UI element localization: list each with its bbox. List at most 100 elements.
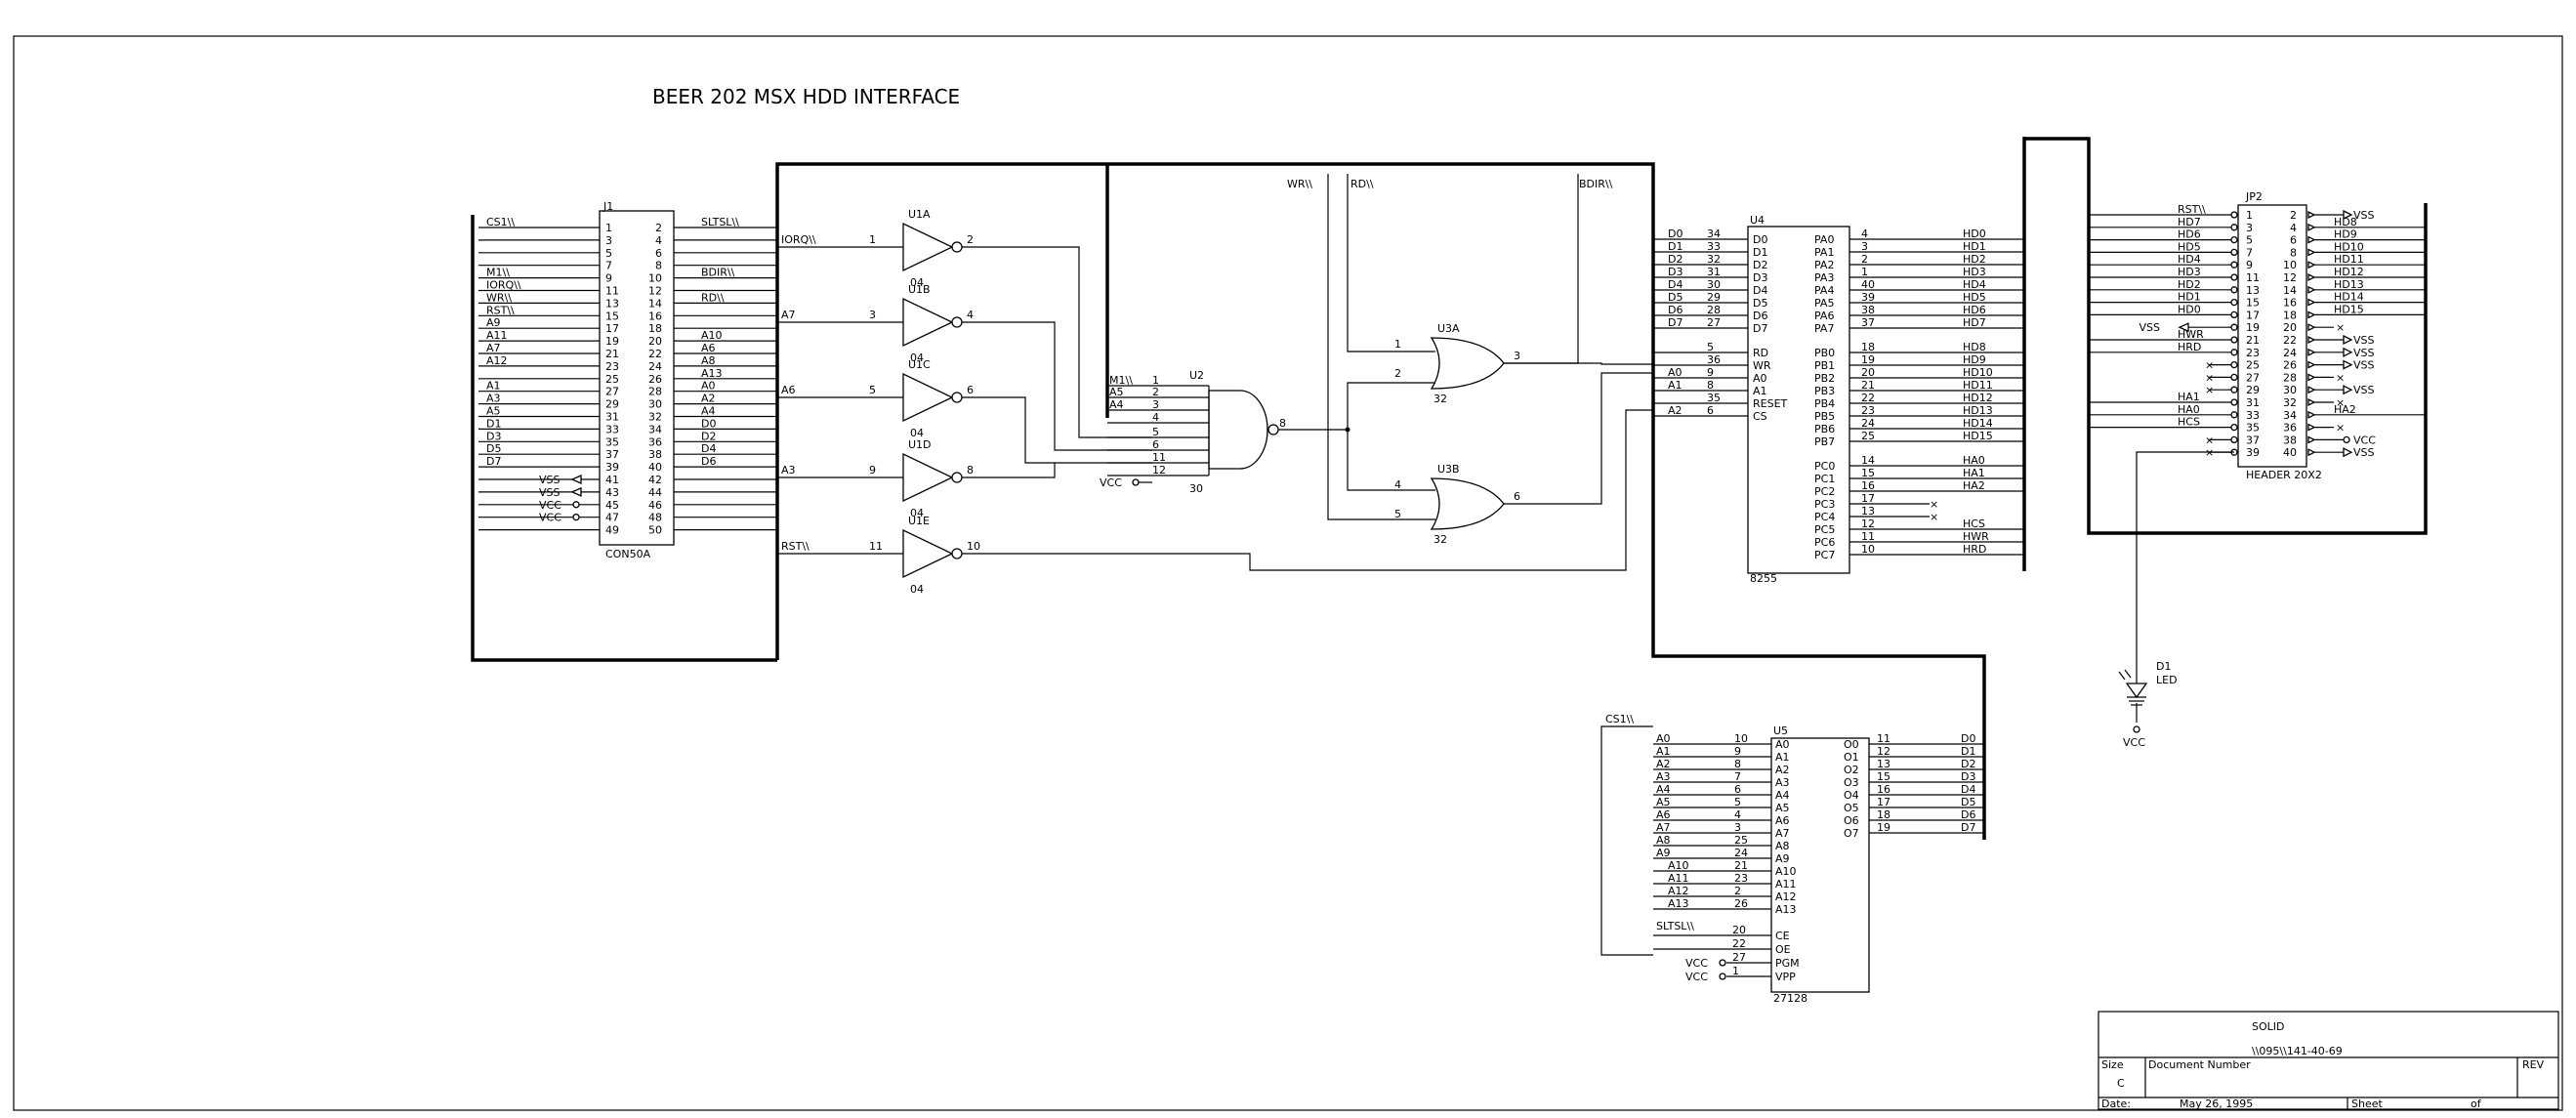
- pin-number: 7: [1734, 770, 1741, 783]
- no-connect: ×: [1930, 498, 1938, 511]
- pin-signal: D4: [1753, 284, 1767, 297]
- pin-number: 10: [967, 540, 980, 553]
- pin-signal: PC2: [1814, 485, 1835, 498]
- pin-number: 11: [1152, 451, 1166, 464]
- net-label: HD13: [1963, 404, 1993, 417]
- inverter-bubble: [951, 241, 963, 253]
- gate-ref: U1A: [908, 208, 931, 221]
- pin-signal: PA6: [1814, 310, 1834, 322]
- date-value: May 26, 1995: [2180, 1097, 2253, 1110]
- no-connect: ×: [1930, 511, 1938, 523]
- net-label: HD3: [1963, 266, 1986, 278]
- net-label: A0: [1668, 366, 1683, 379]
- net-label-wr: WR\\: [1287, 178, 1312, 190]
- pin-arrow: [2307, 410, 2316, 419]
- net-label-rd: RD\\: [1350, 178, 1374, 190]
- pin-arrow: [2307, 435, 2316, 444]
- pin-number: 15: [605, 310, 619, 322]
- pin-signal: A4: [1775, 789, 1790, 802]
- net-label: HCS: [2178, 416, 2200, 429]
- pin-number: 1: [1732, 965, 1739, 977]
- net-label: HD12: [2334, 266, 2364, 278]
- pin-number: 20: [648, 335, 662, 348]
- net-label: HD8: [1963, 341, 1986, 353]
- pin-signal: A5: [1775, 802, 1790, 814]
- header-body: [2237, 204, 2307, 468]
- pin-number: 1: [605, 222, 612, 234]
- pin-number: 37: [2246, 434, 2260, 446]
- pin-number: 35: [605, 435, 619, 448]
- pin-signal: OE: [1775, 943, 1791, 956]
- pin-number: 14: [2283, 284, 2297, 297]
- pin-number: 2: [2290, 209, 2297, 222]
- pin-number: 19: [1877, 821, 1890, 834]
- pin-signal: A12: [1775, 890, 1797, 903]
- pin-signal: A13: [1775, 903, 1797, 916]
- pin-arrow: [2307, 235, 2316, 244]
- pin-signal: A6: [1775, 814, 1790, 827]
- pin-arrow: [2307, 261, 2316, 269]
- power-label: VSS: [2353, 359, 2375, 372]
- net-label: A2: [701, 393, 716, 405]
- pin-signal: PC4: [1814, 511, 1835, 523]
- inverter-bubble: [951, 392, 963, 403]
- vcc-symbol: [1132, 478, 1140, 486]
- pin-signal: RESET: [1753, 397, 1788, 410]
- net-label: RST\\: [781, 540, 810, 553]
- net-label: A9: [486, 316, 501, 329]
- net-label: HD0: [2178, 303, 2201, 315]
- pin-signal: A9: [1775, 852, 1790, 865]
- pin-arrow: [2307, 223, 2316, 231]
- inverter-bubble: [951, 472, 963, 483]
- pin-number: 6: [967, 384, 974, 396]
- wr-wire: [1327, 174, 1435, 520]
- pin-number: 7: [605, 260, 612, 272]
- pin-number: 1: [2246, 209, 2253, 222]
- pin-number: 34: [648, 423, 662, 435]
- pin-number: 39: [605, 461, 619, 474]
- vcc-symbol: [572, 501, 580, 509]
- inverter-bubble: [951, 316, 963, 328]
- pin-number: 1: [1394, 338, 1401, 351]
- power-label: VCC: [539, 499, 561, 512]
- net-label: HD1: [2178, 291, 2201, 304]
- net-label: D2: [1668, 253, 1683, 266]
- pin-signal: VPP: [1775, 971, 1796, 983]
- of-label: of: [2471, 1097, 2482, 1110]
- net-label: A6: [781, 384, 796, 396]
- power-label: VCC: [1685, 971, 1708, 983]
- gate-type: 04: [910, 352, 924, 364]
- pin-number: 39: [2246, 446, 2260, 459]
- pin-number: 11: [1877, 732, 1890, 745]
- pin-number: 6: [1707, 404, 1714, 417]
- no-connect: ×: [2336, 371, 2345, 384]
- vss-symbol: [2343, 359, 2353, 370]
- net-label: A6: [1656, 808, 1671, 821]
- document-number-label: Document Number: [2148, 1058, 2251, 1071]
- pin-number: 28: [1707, 304, 1721, 316]
- net-label: CS1\\: [486, 216, 515, 228]
- pin-number: 31: [2246, 396, 2260, 409]
- net-label: HD6: [1963, 304, 1986, 316]
- led-name: LED: [2156, 674, 2178, 686]
- pin-number: 33: [605, 423, 619, 435]
- net-label: HD2: [2178, 278, 2201, 291]
- pin-number: 41: [605, 474, 619, 486]
- gate-type: 04: [910, 427, 924, 439]
- net-label: HA1: [1963, 467, 1985, 479]
- power-label: VSS: [539, 486, 561, 499]
- sheet-label: Sheet: [2351, 1097, 2383, 1110]
- pin-number: 12: [1861, 518, 1875, 530]
- net-label: SLTSL\\: [701, 216, 739, 228]
- title-block: SOLID \\095\\141-40-69 Size C Document N…: [2098, 1011, 2559, 1110]
- pin-number: 23: [1734, 872, 1748, 885]
- net-label: D3: [486, 430, 501, 442]
- pin-number: 29: [2246, 384, 2260, 396]
- or-in: [1347, 382, 1435, 430]
- chip-name: 8255: [1750, 572, 1777, 585]
- pin-number: 23: [2246, 347, 2260, 359]
- net-label: HD2: [1963, 253, 1986, 266]
